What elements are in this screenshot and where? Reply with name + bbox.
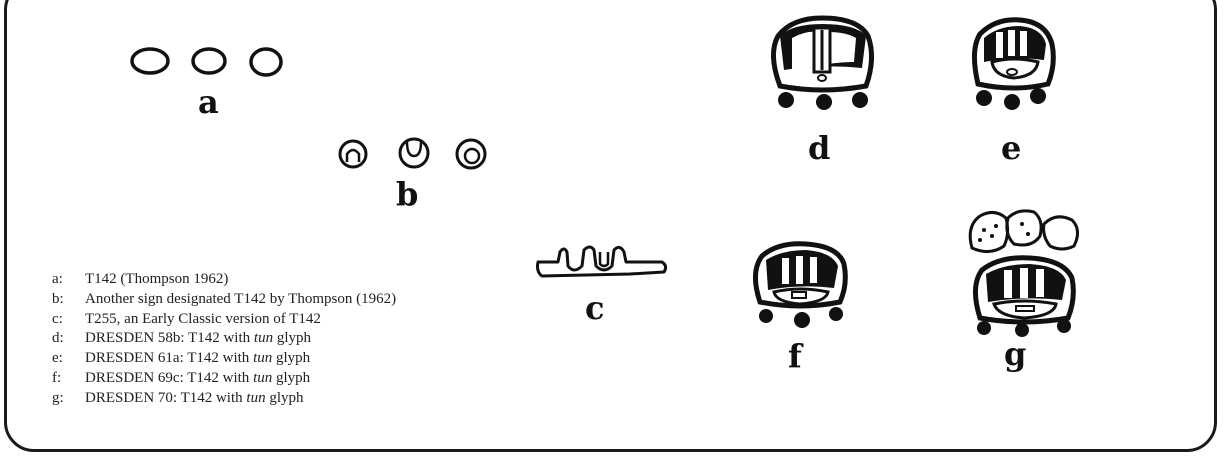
legend-row-c: c: T255, an Early Classic version of T14… <box>52 310 396 330</box>
glyph-e-dresden-61a-icon <box>972 17 1056 110</box>
glyph-a-three-ovals-icon <box>130 47 283 77</box>
legend-text: Another sign designated T142 by Thompson… <box>85 290 397 307</box>
label-a: a <box>198 83 219 121</box>
legend-text: DRESDEN 58b: T142 with tun glyph <box>85 330 311 347</box>
legend-text: DRESDEN 70: T142 with tun glyph <box>85 389 304 406</box>
legend-text: DRESDEN 61a: T142 with tun glyph <box>85 350 311 367</box>
legend-row-f: f: DRESDEN 69c: T142 with tun glyph <box>52 369 396 389</box>
legend-key: g: <box>52 389 64 406</box>
label-b: b <box>396 175 419 213</box>
legend-text: T255, an Early Classic version of T142 <box>85 310 321 327</box>
legend-key: f: <box>52 369 62 386</box>
glyph-g-dresden-70-icon <box>968 209 1079 337</box>
label-e: e <box>1001 129 1022 167</box>
label-d: d <box>808 129 831 167</box>
legend-row-d: d: DRESDEN 58b: T142 with tun glyph <box>52 329 396 349</box>
legend-key: c: <box>52 310 63 327</box>
legend-key: e: <box>52 350 63 367</box>
glyph-d-dresden-58b-icon <box>771 15 874 110</box>
legend-key: b: <box>52 290 64 307</box>
label-c: c <box>585 289 605 327</box>
legend-text: DRESDEN 69c: T142 with tun glyph <box>85 369 311 386</box>
legend: a: T142 (Thompson 1962) b: Another sign … <box>52 270 396 409</box>
glyph-c-t255-icon <box>536 245 668 278</box>
label-f: f <box>788 337 802 375</box>
legend-key: d: <box>52 330 64 347</box>
legend-row-b: b: Another sign designated T142 by Thomp… <box>52 290 396 310</box>
legend-row-e: e: DRESDEN 61a: T142 with tun glyph <box>52 349 396 369</box>
legend-key: a: <box>52 271 63 287</box>
legend-row-g: g: DRESDEN 70: T142 with tun glyph <box>52 389 396 409</box>
glyph-f-dresden-69c-icon <box>753 241 848 328</box>
glyph-b-three-circles-icon <box>338 137 487 170</box>
label-g: g <box>1004 335 1027 373</box>
legend-text: T142 (Thompson 1962) <box>85 271 229 287</box>
legend-row-a: a: T142 (Thompson 1962) <box>52 270 396 290</box>
figure-frame <box>4 0 1217 452</box>
